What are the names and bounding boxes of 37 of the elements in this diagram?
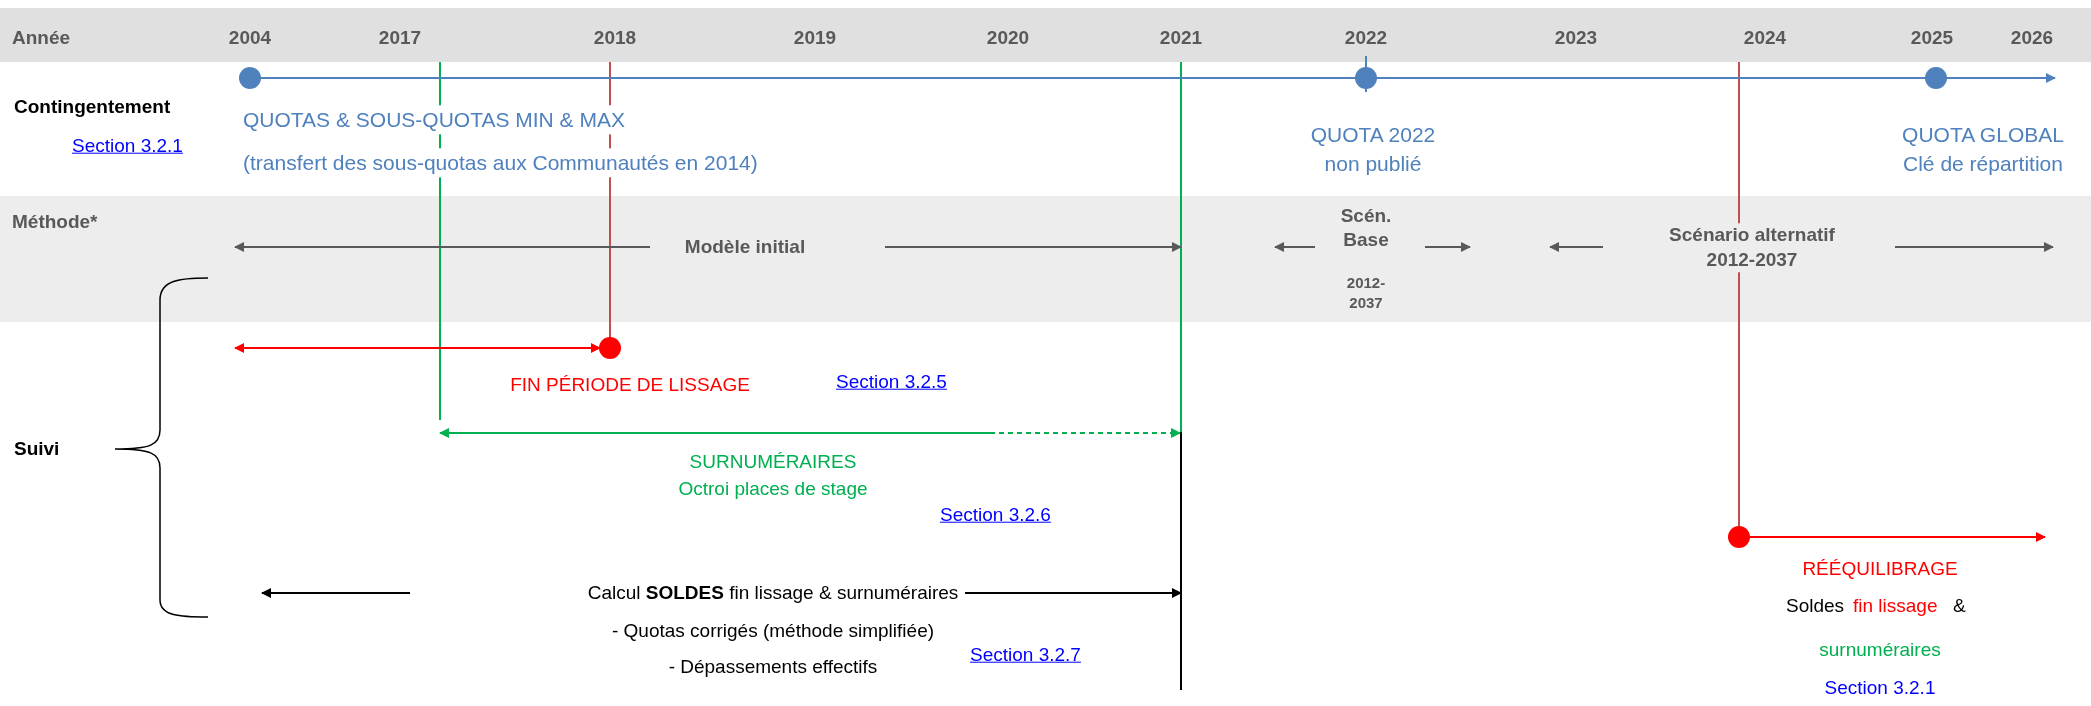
year-label: 2004 (228, 25, 272, 50)
period-label: Calcul SOLDES fin lissage & surnuméraires (587, 580, 959, 605)
year-label: 2024 (1743, 25, 1787, 50)
section-link: Section 3.2.7 (970, 642, 1081, 667)
axis-title: Année (12, 25, 71, 50)
period-label: QUOTAS & SOUS-QUOTAS MIN & MAX (243, 105, 625, 135)
note-text: & (1953, 593, 1966, 618)
year-label: 2018 (593, 25, 637, 50)
period-note: (transfert des sous-quotas aux Communautés en 2014) (243, 148, 758, 178)
year-label: 2020 (986, 25, 1030, 50)
method-period: 2012-2037 (1345, 272, 1387, 312)
event-label: QUOTA GLOBAL Clé de répartition (1901, 121, 2065, 177)
year-label: 2025 (1910, 25, 1954, 50)
note-text: fin lissage (1853, 593, 1938, 618)
method-label: Scén. Base (1339, 204, 1393, 252)
note-text: surnuméraires (1819, 637, 1941, 662)
section-link: Section 3.2.5 (836, 369, 947, 394)
method-label: Modèle initial (684, 234, 806, 259)
row-heading: Méthode* (12, 209, 98, 234)
note-text: Section 3.2.1 (1824, 675, 1936, 700)
section-link: Section 3.2.1 (72, 133, 183, 158)
note-text: Soldes (1786, 593, 1845, 618)
period-note: - Dépassements effectifs (668, 654, 878, 679)
year-label: 2022 (1344, 25, 1388, 50)
year-label: 2026 (2010, 25, 2054, 50)
period-note: - Quotas corrigés (méthode simplifiée) (611, 618, 935, 643)
event-label: RÉÉQUILIBRAGE (1802, 556, 1958, 581)
year-label: 2023 (1554, 25, 1598, 50)
section-link: Section 3.2.6 (940, 502, 1051, 527)
year-label: 2017 (378, 25, 422, 50)
period-label: SURNUMÉRAIRES Octroi places de stage (677, 450, 869, 501)
event-label: FIN PÉRIODE DE LISSAGE (510, 372, 750, 397)
year-label: 2019 (793, 25, 837, 50)
year-label: 2021 (1159, 25, 1203, 50)
event-label: QUOTA 2022 non publié (1310, 121, 1436, 177)
row-heading: Suivi (14, 436, 60, 461)
row-heading: Contingentement (14, 94, 171, 119)
